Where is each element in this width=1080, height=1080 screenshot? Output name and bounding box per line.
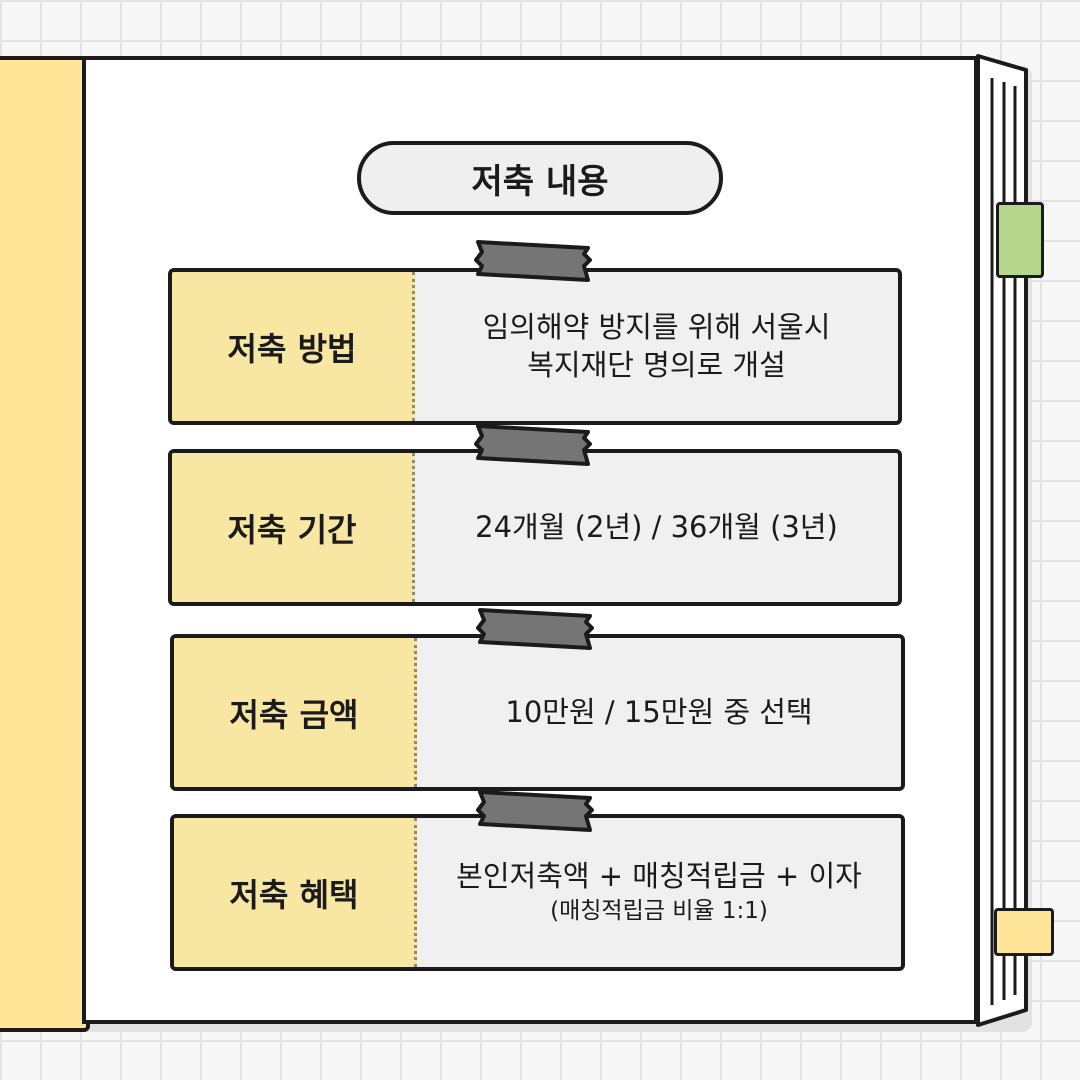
row-label: 저축 금액 bbox=[174, 638, 417, 787]
row-value-line2: 복지재단 명의로 개설 bbox=[527, 347, 786, 382]
row-value: 24개월 (2년) / 36개월 (3년) bbox=[415, 453, 898, 602]
info-row-period: 저축 기간 24개월 (2년) / 36개월 (3년) bbox=[168, 449, 902, 606]
tape-strip-icon bbox=[474, 240, 592, 282]
row-value: 본인저축액 + 매칭적립금 + 이자 (매칭적립금 비율 1:1) bbox=[417, 818, 901, 967]
row-value-line1: 임의해약 방지를 위해 서울시 bbox=[482, 309, 831, 344]
row-value-note: (매칭적립금 비율 1:1) bbox=[550, 898, 768, 925]
info-row-method: 저축 방법 임의해약 방지를 위해 서울시 복지재단 명의로 개설 bbox=[168, 268, 902, 425]
page-title: 저축 내용 bbox=[357, 141, 723, 215]
bookmark-tab-yellow[interactable] bbox=[994, 908, 1054, 956]
row-label: 저축 혜택 bbox=[174, 818, 417, 967]
tape-strip-icon bbox=[476, 790, 594, 832]
row-label: 저축 방법 bbox=[172, 272, 415, 421]
notebook-page-edges bbox=[976, 54, 1028, 1027]
row-value: 임의해약 방지를 위해 서울시 복지재단 명의로 개설 bbox=[415, 272, 898, 421]
bookmark-tab-green[interactable] bbox=[996, 202, 1044, 278]
info-row-amount: 저축 금액 10만원 / 15만원 중 선택 bbox=[170, 634, 905, 791]
tape-strip-icon bbox=[476, 608, 594, 650]
row-label: 저축 기간 bbox=[172, 453, 415, 602]
notebook-binding bbox=[0, 56, 90, 1032]
page-title-text: 저축 내용 bbox=[471, 161, 609, 202]
row-value-line1: 24개월 (2년) / 36개월 (3년) bbox=[475, 509, 838, 544]
row-value-line1: 본인저축액 + 매칭적립금 + 이자 bbox=[456, 858, 862, 893]
info-row-benefit: 저축 혜택 본인저축액 + 매칭적립금 + 이자 (매칭적립금 비율 1:1) bbox=[170, 814, 905, 971]
row-value-line1: 10만원 / 15만원 중 선택 bbox=[505, 694, 813, 729]
tape-strip-icon bbox=[474, 424, 592, 466]
row-value: 10만원 / 15만원 중 선택 bbox=[417, 638, 901, 787]
